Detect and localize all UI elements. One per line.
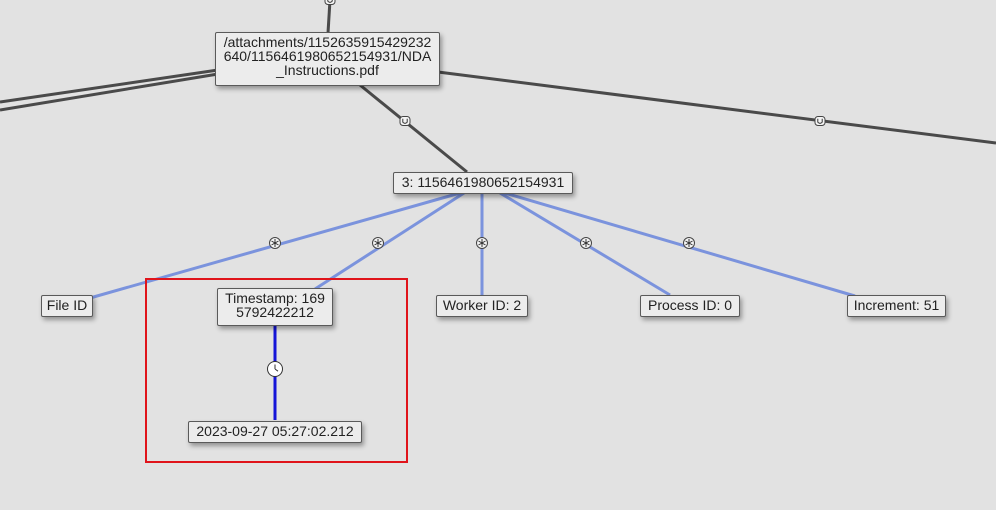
link-u-icon[interactable] (399, 116, 411, 126)
snowflake-icon[interactable] (476, 237, 488, 249)
node-file-id[interactable]: File ID (41, 295, 93, 317)
link-u-icon[interactable] (324, 0, 336, 5)
node-increment[interactable]: Increment: 51 (847, 295, 946, 317)
link-u-icon[interactable] (814, 116, 826, 126)
node-datetime[interactable]: 2023-09-27 05:27:02.212 (188, 421, 362, 443)
snowflake-icon[interactable] (269, 237, 281, 249)
node-attachment-path[interactable]: /attachments/1152635915429232640/1156461… (215, 32, 440, 86)
node-snowflake-id[interactable]: 3: 1156461980652154931 (393, 172, 573, 194)
edge-snowflake-timestamp (314, 191, 465, 291)
snowflake-icon[interactable] (372, 237, 384, 249)
edge-path-to-right (437, 70, 996, 145)
node-worker-id[interactable]: Worker ID: 2 (436, 295, 528, 317)
snowflake-icon[interactable] (580, 237, 592, 249)
edge-path-to-left-1 (0, 68, 219, 104)
node-timestamp[interactable]: Timestamp: 1695792422212 (217, 288, 333, 326)
snowflake-icon[interactable] (683, 237, 695, 249)
edge-top-to-path (326, 0, 332, 34)
edge-path-to-snowflake (359, 83, 468, 174)
clock-icon[interactable] (267, 361, 283, 377)
edge-snowflake-increment (504, 191, 856, 298)
edge-path-to-left-2 (0, 72, 219, 112)
node-process-id[interactable]: Process ID: 0 (640, 295, 740, 317)
